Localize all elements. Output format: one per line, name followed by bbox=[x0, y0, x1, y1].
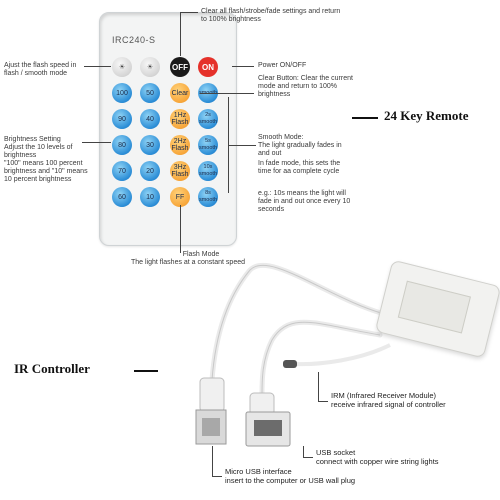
leader-line-irm-h bbox=[318, 401, 328, 402]
off-button[interactable]: OFF bbox=[170, 57, 190, 77]
leader-line-smooth bbox=[228, 145, 256, 146]
leader-line-irm bbox=[318, 372, 319, 402]
leader-line-usb-socket bbox=[303, 446, 304, 458]
irm-title: IRM (Infrared Receiver Module) bbox=[331, 391, 437, 400]
remote-control: IRC240-S ☀ ☀ OFF ON 100 50 90 40 80 30 7… bbox=[99, 12, 237, 246]
irm-desc: receive infrared signal of controller bbox=[331, 400, 446, 409]
title-dash-controller bbox=[134, 370, 158, 372]
usb-socket-port bbox=[254, 420, 282, 436]
annotation-fade-mode: In fade mode, this sets the time for aa … bbox=[258, 160, 341, 175]
annotation-usb-socket: USB socket connect with copper wire stri… bbox=[316, 448, 496, 466]
ir-sensor-wire bbox=[294, 343, 391, 367]
brightness-80-button[interactable]: 80 bbox=[112, 135, 132, 155]
leader-line-micro-usb-h bbox=[212, 476, 222, 477]
smooth-10s-button[interactable]: 10s smooth bbox=[198, 161, 218, 181]
usb-socket-title: USB socket bbox=[316, 448, 356, 457]
title-dash-remote bbox=[352, 117, 378, 119]
brightness-10-button[interactable]: 10 bbox=[140, 187, 160, 207]
micro-usb-title: Micro USB interface bbox=[225, 467, 292, 476]
leader-line-flash-mode bbox=[180, 205, 181, 253]
annotation-micro-usb: Micro USB interface insert to the comput… bbox=[225, 467, 425, 485]
micro-usb-plug-inner bbox=[202, 418, 220, 436]
leader-line-brightness bbox=[82, 142, 111, 143]
annotation-irm: IRM (Infrared Receiver Module) receive i… bbox=[331, 391, 499, 409]
brightness-90-button[interactable]: 90 bbox=[112, 109, 132, 129]
annotation-clear-all: Clear all flash/strobe/fade settings and… bbox=[201, 8, 341, 23]
brightness-up-icon[interactable]: ☀ bbox=[112, 57, 132, 77]
leader-line-clear-all-h bbox=[180, 12, 198, 13]
smooth-8s-button[interactable]: 8s smooth bbox=[198, 187, 218, 207]
cable-to-usb-socket bbox=[259, 319, 383, 398]
annotation-example: e.g.: 10s means the light will fade in a… bbox=[258, 190, 351, 213]
annotation-adjust-speed: Ajust the flash speed in flash / smooth … bbox=[4, 62, 77, 77]
leader-line-power bbox=[232, 66, 254, 67]
micro-usb-plug-body bbox=[199, 377, 225, 413]
smooth-2s-button[interactable]: 2s smooth bbox=[198, 109, 218, 129]
leader-line-usb-socket-h bbox=[303, 457, 313, 458]
brightness-70-button[interactable]: 70 bbox=[112, 161, 132, 181]
annotation-flash-mode-title: Flash Mode bbox=[182, 251, 220, 258]
flash-1hz-button[interactable]: 1Hz Flash bbox=[170, 109, 190, 129]
usb-socket-desc: connect with copper wire string lights bbox=[316, 457, 439, 466]
ff-button[interactable]: FF bbox=[170, 187, 190, 207]
brightness-60-button[interactable]: 60 bbox=[112, 187, 132, 207]
flash-3hz-button[interactable]: 3Hz Flash bbox=[170, 161, 190, 181]
leader-line-clear-button bbox=[200, 93, 254, 94]
annotation-flash-mode-desc: The light flashes at a constant speed bbox=[130, 259, 246, 266]
brightness-down-icon[interactable]: ☀ bbox=[140, 57, 160, 77]
annotation-power: Power ON/OFF bbox=[258, 62, 307, 69]
on-button[interactable]: ON bbox=[198, 57, 218, 77]
remote-title: 24 Key Remote bbox=[384, 108, 469, 123]
cable-outline-2 bbox=[261, 321, 381, 396]
leader-line-clear-all bbox=[180, 12, 181, 56]
leader-line-speed bbox=[84, 66, 111, 67]
controller-label-plate bbox=[397, 280, 471, 334]
micro-usb-desc: insert to the computer or USB wall plug bbox=[225, 476, 356, 485]
brightness-20-button[interactable]: 20 bbox=[140, 161, 160, 181]
annotation-brightness: Brightness Setting Adjust the 10 levels … bbox=[4, 136, 88, 183]
cable-outline-1 bbox=[211, 264, 389, 381]
brightness-50-button[interactable]: 50 bbox=[140, 83, 160, 103]
controller-title: IR Controller bbox=[14, 361, 90, 376]
brightness-30-button[interactable]: 30 bbox=[140, 135, 160, 155]
flash-2hz-button[interactable]: 2Hz Flash bbox=[170, 135, 190, 155]
brightness-100-button[interactable]: 100 bbox=[112, 83, 132, 103]
leader-line-micro-usb bbox=[212, 446, 213, 476]
remote-model-label: IRC240-S bbox=[112, 35, 156, 45]
clear-button[interactable]: Clear bbox=[170, 83, 190, 103]
brightness-40-button[interactable]: 40 bbox=[140, 109, 160, 129]
ir-sensor-head bbox=[283, 360, 297, 368]
smooth-5s-button[interactable]: 5s smooth bbox=[198, 135, 218, 155]
annotation-smooth-mode: Smooth Mode: The light gradually fades i… bbox=[258, 134, 342, 157]
annotation-clear-button: Clear Button: Clear the current mode and… bbox=[258, 75, 353, 98]
